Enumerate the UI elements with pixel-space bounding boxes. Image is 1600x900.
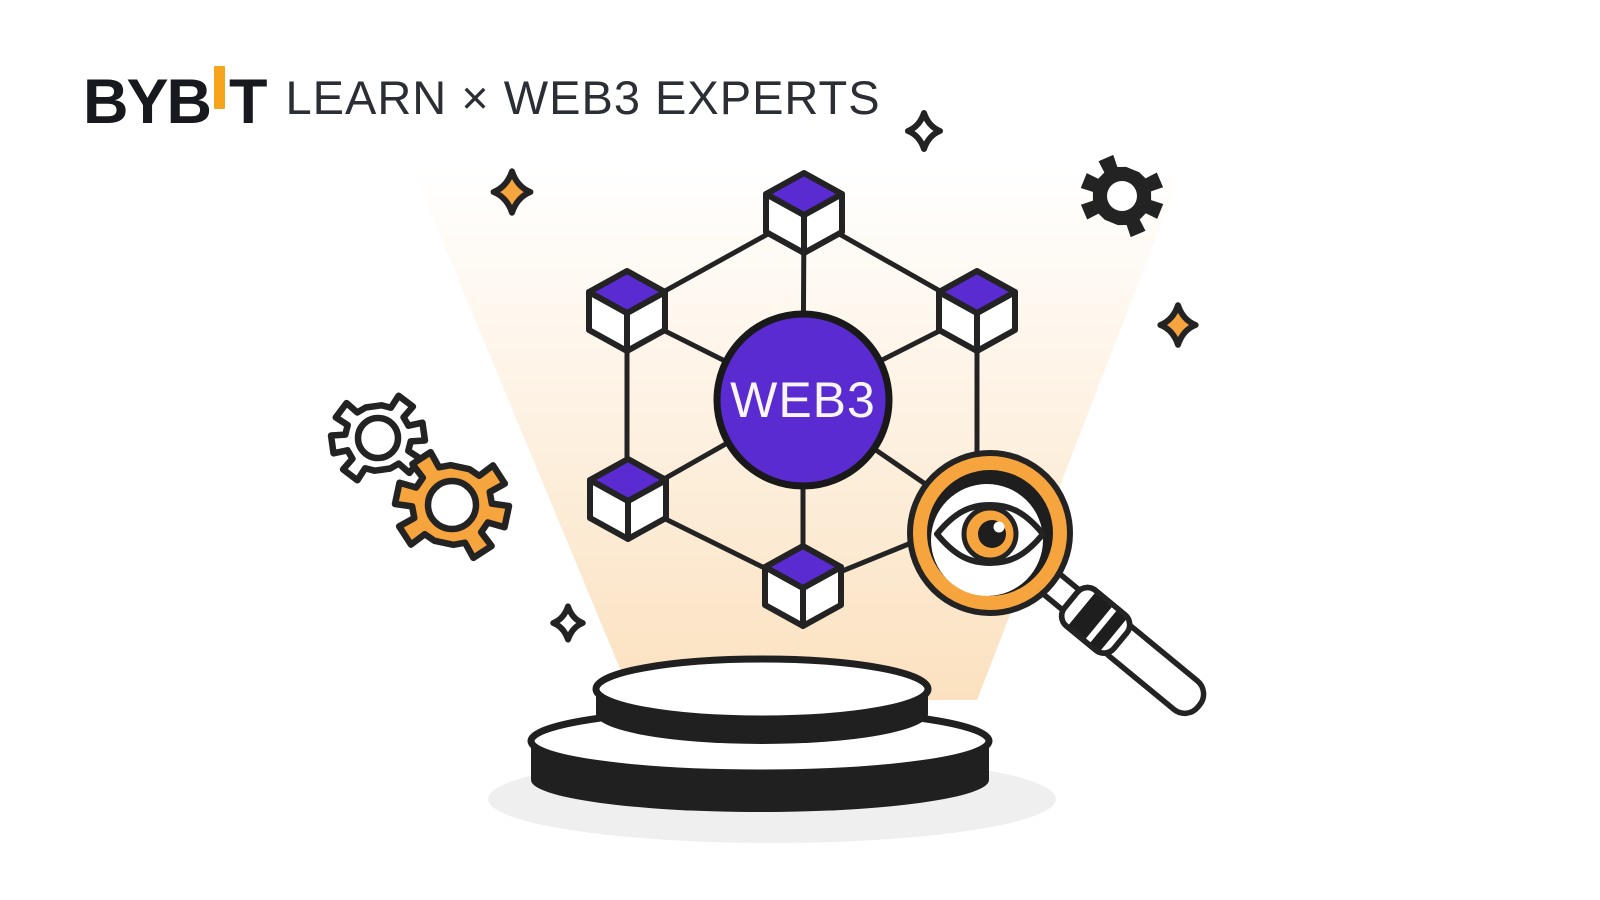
cube-node-icon bbox=[939, 271, 1015, 351]
campaign-tagline: LEARN × WEB3 EXPERTS bbox=[285, 71, 881, 124]
podium-top-step bbox=[592, 655, 932, 744]
podium bbox=[527, 655, 993, 812]
cube-node-icon bbox=[590, 459, 666, 539]
cube-node-icon bbox=[589, 271, 665, 351]
magnifier-eye-icon bbox=[907, 450, 1207, 717]
eye-icon bbox=[934, 502, 1046, 566]
sparkle-icon bbox=[1160, 305, 1195, 345]
sparkle-icon bbox=[908, 113, 940, 149]
web3-hub-circle: WEB3 bbox=[713, 310, 893, 490]
magnifier-handle bbox=[1037, 568, 1207, 717]
logo-text-right: T bbox=[229, 67, 268, 137]
cube-node-icon bbox=[766, 173, 842, 253]
logo-orange-bar-icon bbox=[214, 66, 226, 110]
gear-icon-black bbox=[1070, 148, 1174, 244]
header: BYB T LEARN × WEB3 EXPERTS bbox=[83, 66, 881, 137]
cube-node-icon bbox=[765, 546, 841, 626]
bybit-logo: BYB T bbox=[83, 66, 268, 137]
logo-text-left: BYB bbox=[83, 67, 212, 137]
gear-icon-orange bbox=[385, 445, 519, 565]
eye-highlight bbox=[993, 521, 1005, 533]
sparkle-icon bbox=[553, 606, 582, 639]
gear-icon-white bbox=[325, 391, 431, 485]
web3-label: WEB3 bbox=[730, 372, 876, 428]
